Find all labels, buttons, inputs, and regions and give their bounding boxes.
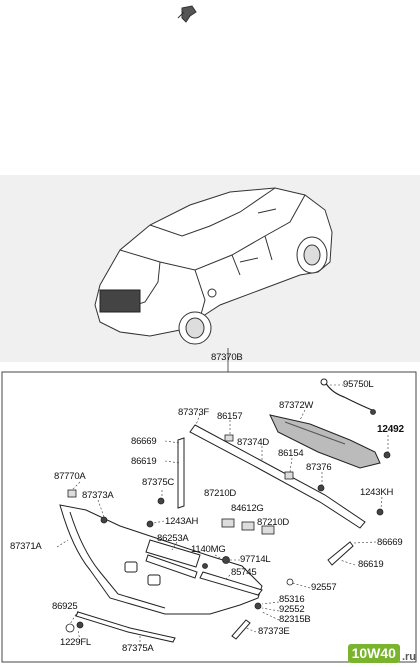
part-label-86619-lower: 86619 — [358, 559, 384, 570]
part-label-86157: 86157 — [217, 411, 243, 422]
part-label-87770A: 87770A — [54, 471, 86, 482]
part-label-87374D: 87374D — [237, 437, 270, 448]
part-label-97714L: 97714L — [240, 554, 271, 565]
side-strips — [75, 437, 354, 643]
watermark-logo: 10W40 .ru — [347, 644, 416, 663]
part-label-85745: 85745 — [231, 567, 257, 578]
part-label-12492: 12492 — [377, 424, 404, 435]
part-label-95750L: 95750L — [343, 379, 374, 390]
part-label-84612G: 84612G — [231, 503, 264, 514]
part-label-1243AH: 1243AH — [165, 516, 199, 527]
part-label-87376: 87376 — [306, 462, 332, 473]
part-label-1140MG: 1140MG — [191, 544, 226, 555]
part-label-92557: 92557 — [311, 582, 337, 593]
part-label-86619-upper: 86619 — [131, 456, 157, 467]
top-garnish — [269, 414, 381, 469]
part-label-82315B: 82315B — [279, 614, 311, 625]
wire-harness — [323, 379, 373, 411]
part-label-86154: 86154 — [278, 448, 304, 459]
fasteners — [65, 409, 391, 633]
part-label-87210D-upper: 87210D — [204, 488, 237, 499]
part-label-87375A: 87375A — [122, 643, 154, 654]
upper-strip — [189, 424, 366, 529]
watermark-main: 10W40 — [347, 644, 400, 663]
part-label-85316: 85316 — [279, 594, 305, 605]
part-label-87373A: 87373A — [82, 490, 114, 501]
part-label-1243KH: 1243KH — [360, 487, 394, 498]
part-label-86925: 86925 — [52, 601, 78, 612]
assembly-label: 87370B — [211, 352, 243, 363]
part-label-86253A: 86253A — [157, 533, 189, 544]
part-label-86669-upper: 86669 — [131, 436, 157, 447]
clip-icon — [177, 5, 197, 23]
part-label-87375C: 87375C — [142, 477, 175, 488]
assembly-frame — [1, 371, 417, 663]
part-label-87371A: 87371A — [10, 541, 42, 552]
part-label-1229FL: 1229FL — [60, 637, 92, 648]
part-label-87373F: 87373F — [178, 407, 210, 418]
part-label-87373E: 87373E — [258, 626, 290, 637]
part-label-87210D-lower: 87210D — [257, 517, 290, 528]
part-label-92552: 92552 — [279, 604, 305, 615]
part-label-87372W: 87372W — [279, 400, 314, 411]
watermark-tld: .ru — [401, 651, 416, 663]
leader-lines — [56, 384, 389, 646]
car-illustration — [94, 187, 333, 345]
part-label-86669-lower: 86669 — [377, 537, 403, 548]
pads — [67, 434, 294, 535]
